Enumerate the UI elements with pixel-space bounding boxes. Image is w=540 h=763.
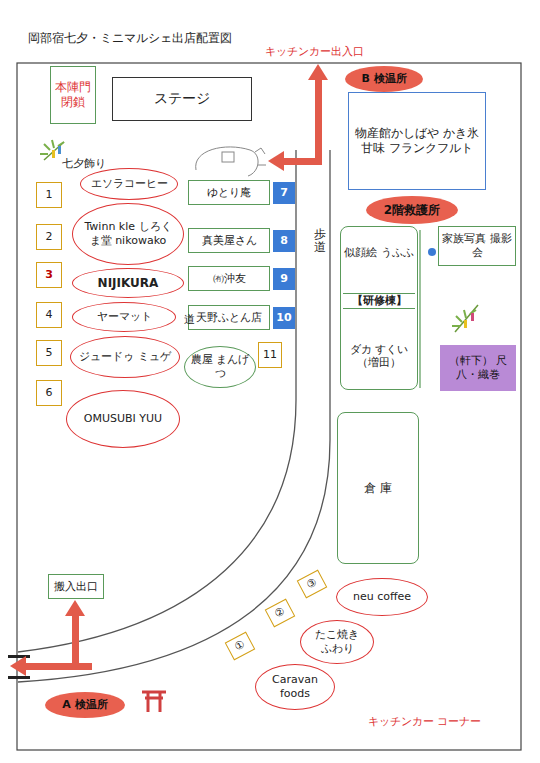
booth-label: 物産館かしばや かき氷 甘味 フランクフルト — [351, 126, 483, 156]
booth-box: 2 — [36, 224, 62, 250]
booth-label: 3 — [45, 268, 53, 282]
booth-box: 倉 庫 — [337, 412, 419, 564]
booth-label: ② — [272, 605, 287, 622]
booth-label: 家族写真 撮影会 — [441, 232, 513, 260]
camera-spot — [428, 248, 436, 256]
booth-box: 農屋 まんげつ — [184, 346, 256, 388]
tanabata-decoration — [452, 305, 478, 332]
booth-box: 真美屋さん — [188, 228, 270, 253]
booth-label: ゆとり庵 — [207, 186, 251, 200]
booth-label: 似顔絵 うふふ — [344, 246, 414, 260]
booth-box: ゆとり庵 — [188, 180, 270, 205]
booth-label: 天野ふとん店 — [196, 311, 262, 325]
booth-label: ダカ すくい （増田） — [343, 343, 415, 371]
booth-label: ③ — [304, 576, 319, 593]
site-boundary — [17, 63, 521, 750]
booth-label: 6 — [46, 386, 53, 400]
booth-label: 11 — [263, 348, 277, 362]
booth-box: Twinn kle しろくま堂 nikowako — [72, 203, 184, 265]
torii-symbol — [142, 692, 166, 712]
booth-box: 5 — [36, 340, 62, 366]
booth-box: OMUSUBI YUU — [66, 390, 180, 448]
booth-box: たこ焼き ふわり — [300, 620, 374, 664]
building-line — [419, 230, 420, 388]
booth-label: ステージ — [154, 90, 210, 108]
booth-label: 7 — [280, 186, 288, 200]
booth-label: ジュードゥ ミュゲ — [79, 350, 171, 364]
booth-box: 家族写真 撮影会 — [438, 226, 516, 266]
road-line — [18, 150, 330, 682]
booth-box: 3 — [36, 262, 62, 288]
road-line — [18, 150, 296, 652]
booth-box: 11 — [258, 342, 282, 368]
gate-bar — [8, 676, 30, 679]
booth-box: ジュードゥ ミュゲ — [70, 336, 180, 378]
booth-label: 2階救護所 — [384, 203, 440, 218]
booth-box: エソラコーヒー — [80, 168, 178, 200]
booth-box: ③ — [297, 570, 328, 599]
booth-box: 7 — [273, 182, 295, 204]
booth-box: 6 — [36, 380, 62, 406]
booth-label: neu coffee — [353, 590, 411, 604]
booth-label: 5 — [46, 346, 53, 360]
booth-label: 10 — [276, 311, 291, 325]
booth-box: 9 — [273, 268, 295, 290]
booth-box: neu coffee — [336, 578, 428, 616]
map-label: 道 — [184, 312, 195, 327]
booth-box: 1 — [36, 182, 62, 208]
booth-box: ステージ — [112, 77, 252, 121]
booth-box: ① — [225, 632, 256, 661]
map-label: 歩道 — [314, 228, 326, 254]
route-arrow — [10, 600, 92, 676]
booth-box: 2階救護所 — [366, 196, 458, 224]
booth-label: 2 — [46, 230, 53, 244]
booth-label: 搬入出口 — [54, 580, 98, 594]
gate-bar — [8, 655, 30, 658]
booth-box: 4 — [36, 302, 62, 328]
booth-label: （軒下） 尺八・織巻 — [442, 354, 514, 382]
booth-box: 10 — [273, 307, 295, 329]
booth-label: エソラコーヒー — [91, 177, 168, 191]
booth-label: 真美屋さん — [202, 234, 257, 248]
booth-box: （軒下） 尺八・織巻 — [440, 345, 516, 391]
booth-box: 8 — [273, 230, 295, 252]
sketch — [196, 147, 266, 176]
map-label: キッチンカー出入口 — [265, 44, 364, 59]
page-title: 岡部宿七夕・ミニマルシェ出店配置図 — [28, 30, 232, 47]
booth-label: 9 — [280, 272, 288, 286]
booth-label: 4 — [46, 308, 53, 322]
booth-label: 1 — [46, 188, 53, 202]
booth-box: NIJIKURA — [72, 268, 184, 298]
route-arrow — [268, 64, 328, 171]
booth-label: 8 — [280, 234, 288, 248]
booth-label: ㈲沖友 — [213, 272, 246, 286]
booth-box: ② — [265, 599, 296, 628]
booth-label: 倉 庫 — [364, 481, 392, 496]
booth-label: Caravan foods — [264, 673, 326, 701]
booth-box: Caravan foods — [255, 664, 335, 710]
booth-label: 【研修棟】 — [343, 293, 415, 309]
booth-box: 搬入出口 — [48, 574, 104, 599]
booth-label: たこ焼き ふわり — [309, 628, 365, 656]
booth-label: ヤーマット — [97, 310, 152, 324]
booth-label: A 検温所 — [62, 698, 107, 712]
booth-label: NIJIKURA — [98, 276, 159, 291]
booth-box: 天野ふとん店 — [188, 305, 270, 330]
map-label: 七夕飾り — [62, 156, 106, 171]
booth-box: B 検温所 — [345, 66, 423, 92]
booth-box: 似顔絵 うふふ【研修棟】ダカ すくい （増田） — [340, 226, 418, 390]
booth-label: Twinn kle しろくま堂 nikowako — [81, 220, 175, 248]
booth-label: ① — [232, 638, 247, 655]
booth-box: A 検温所 — [45, 692, 125, 718]
booth-box: ㈲沖友 — [188, 266, 270, 291]
booth-label: 本陣門 閉鎖 — [53, 80, 93, 110]
tanabata-decoration — [40, 140, 64, 160]
booth-label: B 検温所 — [361, 72, 406, 86]
booth-box: 物産館かしばや かき氷 甘味 フランクフルト — [348, 92, 486, 190]
map-label: キッチンカー コーナー — [368, 714, 482, 729]
booth-box: ヤーマット — [72, 302, 176, 332]
booth-label: OMUSUBI YUU — [84, 412, 162, 426]
booth-box: 本陣門 閉鎖 — [50, 66, 96, 124]
booth-label: 農屋 まんげつ — [187, 353, 253, 381]
